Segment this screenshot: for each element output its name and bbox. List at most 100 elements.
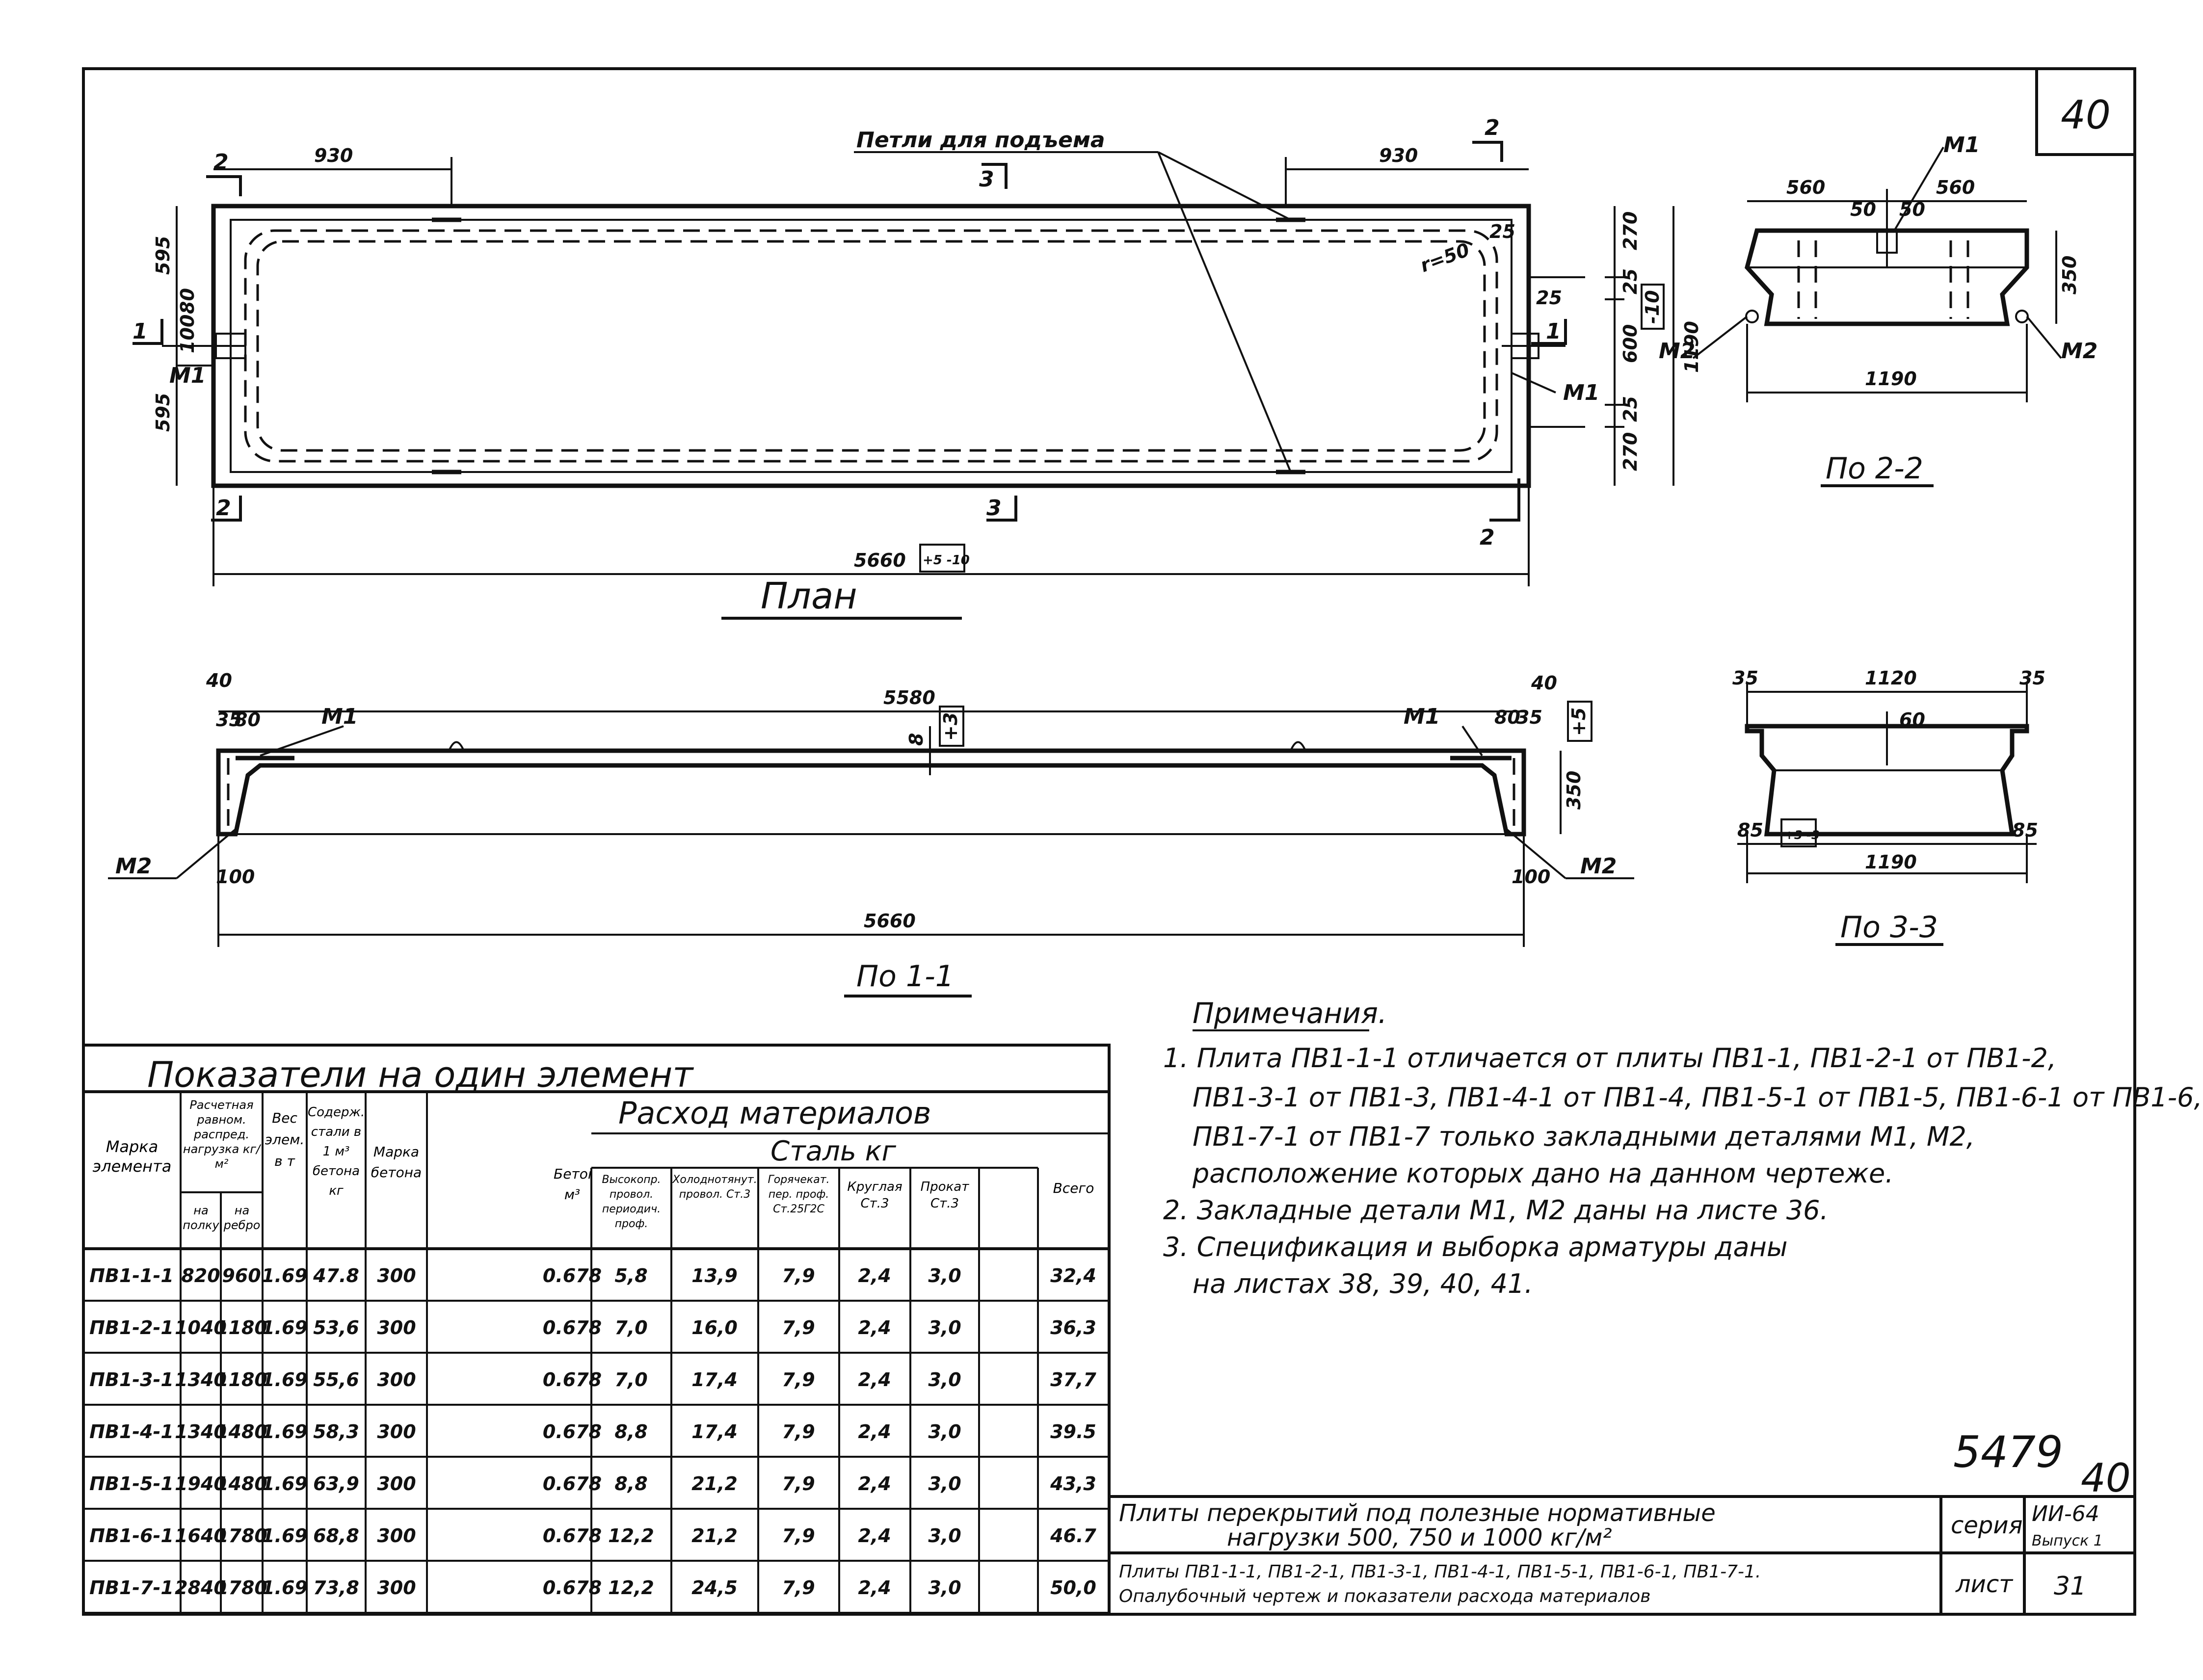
table-cell: 2,4 (858, 1421, 891, 1443)
table-cell: 300 (377, 1265, 416, 1286)
s11-dim-5580: 5580 (883, 687, 935, 709)
notes-title: Примечания. (1193, 997, 1387, 1030)
s11-dim-80-left: 80 (235, 709, 261, 731)
table-cell: 12,2 (608, 1525, 654, 1547)
s22-m2-left: М2 (1659, 339, 1695, 364)
svg-text:3: 3 (986, 496, 1002, 521)
table-cell: 7,9 (782, 1421, 815, 1443)
s22-dim-50-a: 50 (1850, 199, 1876, 220)
table-cell: 21,2 (691, 1473, 738, 1495)
tb-series-label: серия (1951, 1512, 2022, 1539)
plan-section-2-bottom-right (1489, 478, 1520, 522)
s33-dim-35-right: 35 (2019, 667, 2045, 689)
th-mark: Марка элемента (92, 1137, 172, 1176)
plan-dim-270-top: 270 (1619, 211, 1641, 250)
th-rolled: Прокат Ст.3 (920, 1180, 969, 1211)
th-total: Всего (1053, 1180, 1094, 1196)
table-cell: 1.69 (262, 1473, 308, 1495)
s22-m1-label: М1 (1943, 132, 1980, 158)
table-cell: 8,8 (614, 1473, 647, 1495)
tb-line-2: нагрузки 500, 750 и 1000 кг/м² (1227, 1524, 1612, 1551)
table-cell: 21,2 (691, 1525, 738, 1547)
svg-text:2: 2 (213, 150, 229, 175)
tb-series-value: ИИ-64 (2032, 1501, 2099, 1526)
plan-dim-1190: 1190 (1681, 321, 1702, 373)
plan-dim-25-side: 25 (1536, 287, 1562, 309)
s33-dim-1120: 1120 (1865, 667, 1917, 689)
note-line-5: 2. Закладные детали М1, М2 даны на листе… (1163, 1195, 1829, 1226)
plan-dim-25-b: 25 (1619, 396, 1641, 422)
s33-dim-1190: 1190 (1865, 851, 1917, 873)
plan-section-2-top-left (206, 175, 242, 196)
table-cell: 3,0 (928, 1577, 961, 1599)
plan-section-2-top-right (1472, 141, 1503, 162)
table-cell: 7,9 (782, 1369, 815, 1391)
table-cell: 17,4 (691, 1421, 738, 1443)
table-cell: 1480 (215, 1421, 267, 1443)
s33-tol: +3 -3 (1784, 828, 1820, 842)
plan-title: План (761, 575, 857, 617)
tb-sheet-value: 31 (2054, 1572, 2086, 1601)
table-cell: 1640 (175, 1525, 227, 1547)
s22-dim-350: 350 (2059, 256, 2080, 294)
s11-dim-100-left: 100 (216, 866, 255, 888)
plan-dim-80: 80 (177, 288, 198, 314)
th-hot-rolled: Горячекат. пер. проф. Ст.25Г2С (768, 1174, 830, 1215)
table-cell: 1480 (215, 1473, 267, 1495)
table-cell: 1040 (175, 1317, 227, 1339)
th-load-rib: на ребро (223, 1204, 261, 1232)
notes-block: Примечания. 1. Плита ПВ1-1-1 отличается … (1163, 997, 2203, 1299)
table-cell: 300 (377, 1473, 416, 1495)
table-cell: 2,4 (858, 1473, 891, 1495)
plan-dim-100: 100 (177, 315, 198, 353)
table-cell: 0.678 (543, 1317, 602, 1339)
plan-rib-line (230, 219, 1513, 473)
table-cell: 32,4 (1050, 1265, 1096, 1286)
table-cell: 0.678 (543, 1577, 602, 1599)
table-cell: 1340 (175, 1369, 227, 1391)
table-cell: 7,9 (782, 1317, 815, 1339)
note-line-6: 3. Спецификация и выборка арматуры даны (1163, 1232, 1788, 1262)
table-cell: 300 (377, 1525, 416, 1547)
table-cell: 1940 (175, 1473, 227, 1495)
table-cell: 1780 (215, 1525, 267, 1547)
plan-dim-930-right: 930 (1379, 145, 1418, 166)
table-cell: 1780 (215, 1577, 267, 1599)
plan-radius: r=50 (1417, 239, 1472, 277)
table-cell: 2840 (175, 1577, 227, 1599)
s22-m2-right: М2 (2061, 339, 2097, 364)
table-cell: 53,6 (313, 1317, 359, 1339)
archive-number: 5479 (1953, 1427, 2063, 1477)
plan-dim-25-corner: 25 (1489, 221, 1515, 242)
table-cell: 0.678 (543, 1265, 602, 1286)
table-cell: 47.8 (313, 1265, 359, 1286)
section-2-2-outline (1745, 228, 2029, 326)
note-line-7: на листах 38, 39, 40, 41. (1193, 1268, 1533, 1299)
s11-m2-right: М2 (1580, 854, 1617, 879)
th-load: Расчетная равном. распред. нагрузка кг/м… (183, 1098, 261, 1171)
note-line-4: расположение которых дано на данном черт… (1192, 1158, 1893, 1189)
table-cell: 1.69 (262, 1421, 308, 1443)
table-cell: 13,9 (691, 1265, 738, 1286)
svg-text:1: 1 (133, 319, 148, 344)
s11-m1-right: М1 (1404, 704, 1440, 729)
table-cell: 7,0 (614, 1317, 647, 1339)
table-cell: 36,3 (1050, 1317, 1096, 1339)
note-line-2: ПВ1-3-1 от ПВ1-3, ПВ1-4-1 от ПВ1-4, ПВ1-… (1193, 1082, 2203, 1113)
plan-dim-595-top: 595 (152, 236, 174, 275)
plan-dashed-outline-1 (244, 229, 1498, 463)
svg-text:2: 2 (1480, 525, 1495, 550)
s33-dim-85-left: 85 (1737, 819, 1763, 841)
table-cell: 0.678 (543, 1369, 602, 1391)
table-cell: 300 (377, 1421, 416, 1443)
s33-title: По 3-3 (1840, 910, 1938, 945)
plan-dashed-outline-2 (256, 240, 1486, 452)
table-cell: 2,4 (858, 1265, 891, 1286)
table-cell-mark: ПВ1-2-1 (89, 1317, 174, 1339)
plan-dim-600: 600 (1619, 324, 1641, 363)
table-cell: 7,9 (782, 1473, 815, 1495)
table-cell: 58,3 (313, 1421, 359, 1443)
table-cell: 24,5 (691, 1577, 738, 1599)
table-materials-header: Расход материалов (618, 1095, 931, 1131)
table-cell: 16,0 (691, 1317, 738, 1339)
